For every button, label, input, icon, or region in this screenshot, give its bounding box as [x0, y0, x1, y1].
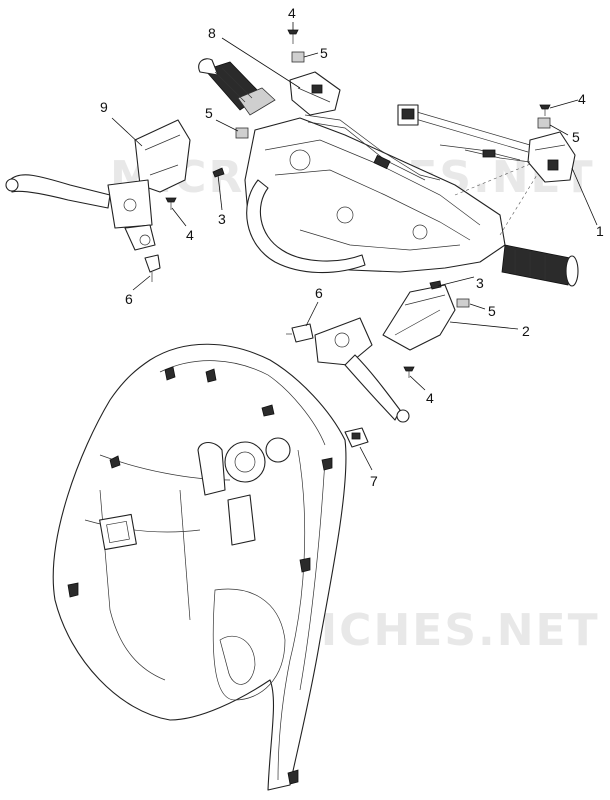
callout-3a: 3 — [218, 211, 226, 227]
handlebar-assembly — [244, 114, 541, 274]
part-6-stop-switch-left — [144, 254, 161, 282]
callout-4d: 4 — [426, 390, 434, 406]
callout-6a: 6 — [125, 291, 133, 307]
part-2-right-cover — [382, 284, 456, 351]
part-6-stop-switch-right — [286, 323, 314, 343]
part-3-screws — [212, 167, 442, 290]
callouts: 4 5 8 4 5 1 9 5 3 4 6 6 3 5 2 4 7 — [100, 5, 604, 489]
callout-4b: 4 — [578, 91, 586, 107]
callout-9: 9 — [100, 99, 108, 115]
leg-shield-panel — [52, 343, 347, 791]
callout-1: 1 — [596, 223, 604, 239]
callout-4c: 4 — [186, 227, 194, 243]
left-brake-lever — [5, 174, 156, 251]
part-4-screws — [165, 29, 551, 378]
callout-5c: 5 — [205, 105, 213, 121]
callout-5a: 5 — [320, 45, 328, 61]
callout-5b: 5 — [572, 129, 580, 145]
callout-4a: 4 — [288, 5, 296, 21]
callout-7: 7 — [370, 473, 378, 489]
callout-5d: 5 — [488, 303, 496, 319]
right-grip — [501, 244, 579, 287]
left-switch-block — [289, 71, 341, 116]
right-brake-lever — [314, 317, 410, 423]
callout-2: 2 — [522, 323, 530, 339]
callout-8: 8 — [208, 25, 216, 41]
part-5-clips — [235, 51, 551, 308]
callout-6b: 6 — [315, 285, 323, 301]
part-7-connector — [344, 427, 369, 448]
part-1-right-switch — [397, 104, 576, 183]
callout-3b: 3 — [476, 275, 484, 291]
leader-lines — [111, 22, 598, 471]
part-8-left-grip — [198, 58, 276, 116]
